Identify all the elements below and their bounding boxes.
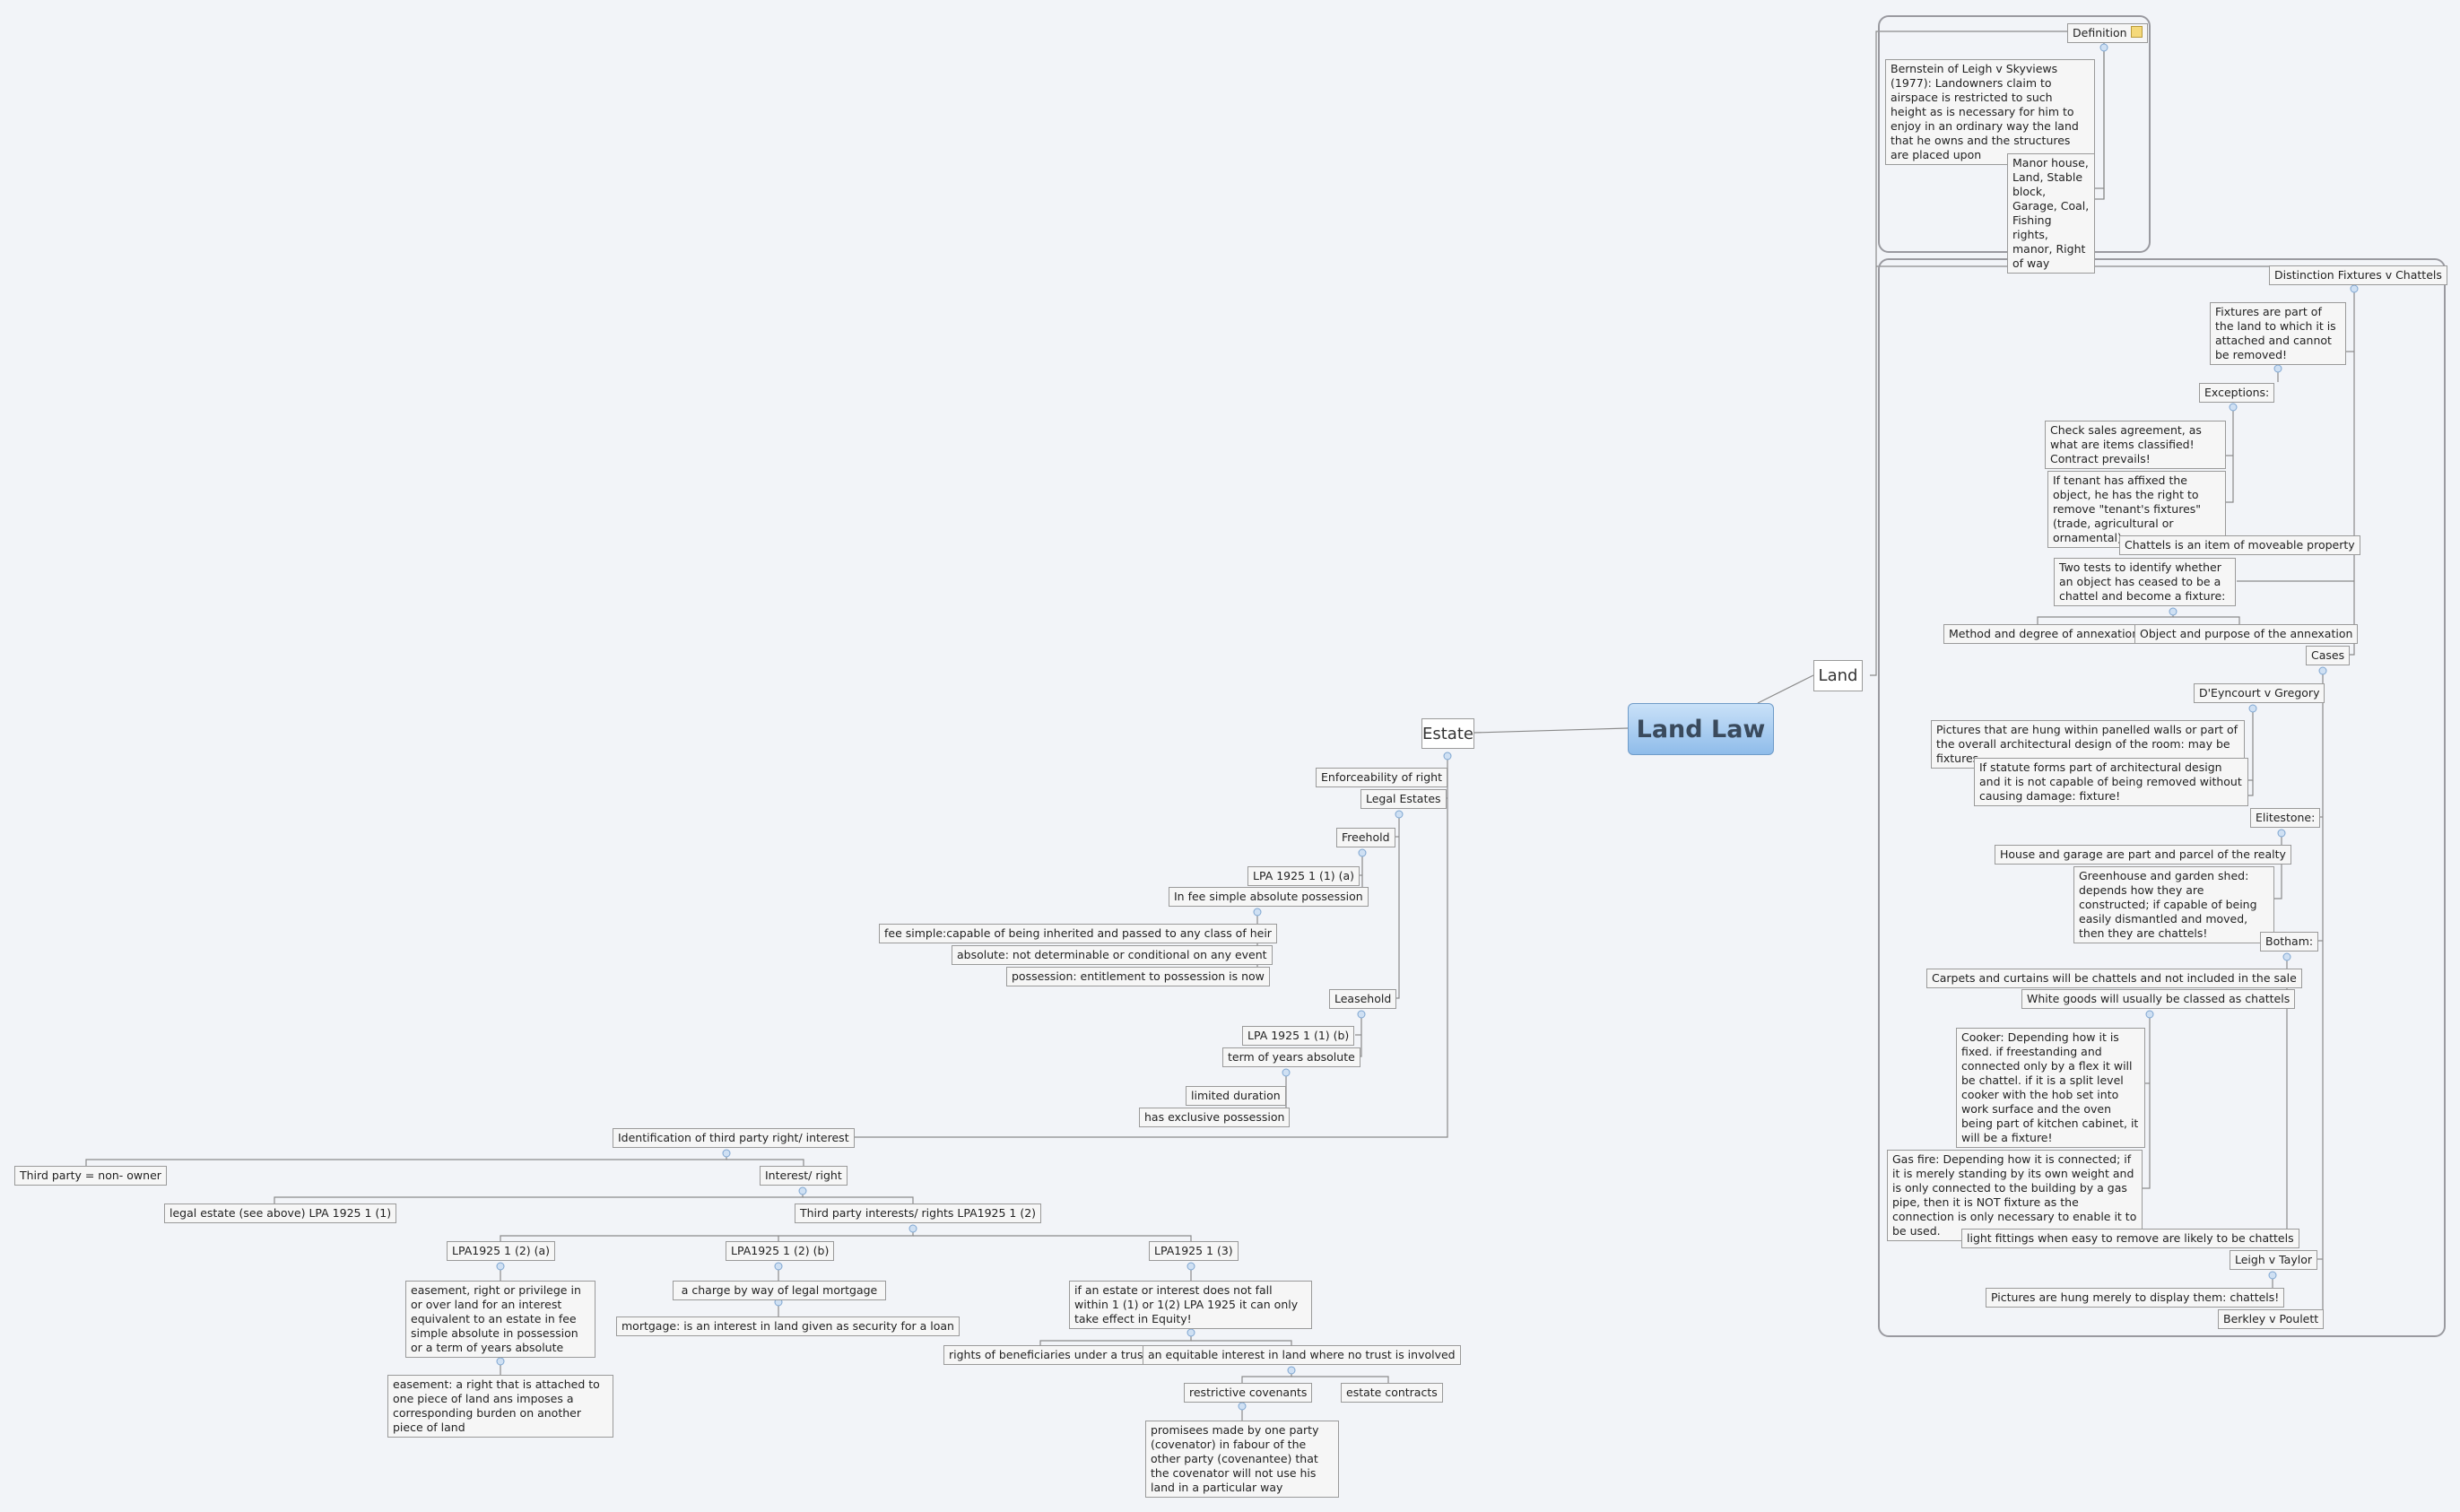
node-manor[interactable]: Manor house, Land, Stable block, Garage,… [2007, 153, 2095, 274]
node-mortgage-def[interactable]: mortgage: is an interest in land given a… [616, 1316, 960, 1336]
central-topic[interactable]: Land Law [1628, 703, 1774, 755]
node-freehold[interactable]: Freehold [1336, 828, 1395, 847]
node-leigh-taylor[interactable]: Leigh v Taylor [2230, 1250, 2317, 1270]
node-carpets[interactable]: Carpets and curtains will be chattels an… [1926, 969, 2302, 988]
node-method[interactable]: Method and degree of annexation [1943, 624, 2145, 644]
node-gas-fire[interactable]: Gas fire: Depending how it is connected;… [1887, 1150, 2143, 1241]
node-lpa-1b[interactable]: LPA 1925 1 (1) (b) [1242, 1026, 1355, 1046]
node-fee-simple-def[interactable]: fee simple:capable of being inherited an… [879, 924, 1277, 943]
node-tenant[interactable]: If tenant has affixed the object, he has… [2047, 471, 2226, 548]
node-equity-text[interactable]: if an estate or interest does not fall w… [1069, 1281, 1312, 1329]
node-restrictive-covenants[interactable]: restrictive covenants [1184, 1383, 1313, 1403]
node-bernstein[interactable]: Bernstein of Leigh v Skyviews (1977): La… [1885, 59, 2095, 165]
distinction-boundary [1878, 258, 2446, 1337]
node-term-years[interactable]: term of years absolute [1222, 1047, 1360, 1067]
node-cooker[interactable]: Cooker: Depending how it is fixed. if fr… [1956, 1028, 2145, 1148]
node-easement-right[interactable]: easement, right or privilege in or over … [405, 1281, 595, 1358]
node-botham[interactable]: Botham: [2260, 932, 2319, 952]
node-fee-simple-abs[interactable]: In fee simple absolute possession [1169, 887, 1369, 907]
node-lpa-1a[interactable]: LPA 1925 1 (1) (a) [1247, 866, 1360, 886]
node-exclusive-possession[interactable]: has exclusive possession [1139, 1108, 1291, 1127]
topic-land[interactable]: Land [1813, 660, 1863, 691]
node-absolute-def[interactable]: absolute: not determinable or conditiona… [952, 945, 1273, 965]
central-topic-label: Land Law [1636, 715, 1766, 743]
note-icon [2130, 26, 2143, 38]
node-third-party-interests[interactable]: Third party interests/ rights LPA1925 1 … [795, 1204, 1042, 1223]
topic-land-label: Land [1818, 666, 1858, 685]
node-equitable-interest[interactable]: an equitable interest in land where no t… [1143, 1345, 1461, 1365]
node-two-tests[interactable]: Two tests to identify whether an object … [2054, 558, 2236, 606]
node-deyncourt[interactable]: D'Eyncourt v Gregory [2194, 683, 2325, 703]
node-lpa-3[interactable]: LPA1925 1 (3) [1149, 1241, 1239, 1261]
node-third-party-non-owner[interactable]: Third party = non- owner [14, 1166, 167, 1186]
node-enforceability[interactable]: Enforceability of right [1316, 768, 1447, 787]
topic-estate[interactable]: Estate [1421, 718, 1474, 749]
node-charge[interactable]: a charge by way of legal mortgage [673, 1281, 886, 1300]
node-white-goods[interactable]: White goods will usually be classed as c… [2021, 989, 2296, 1009]
node-statute[interactable]: If statute forms part of architectural d… [1974, 758, 2248, 806]
node-definition[interactable]: Definition [2067, 23, 2148, 43]
node-pictures-display[interactable]: Pictures are hung merely to display them… [1986, 1288, 2285, 1308]
node-limited-duration[interactable]: limited duration [1186, 1086, 1286, 1106]
node-legal-estate-above[interactable]: legal estate (see above) LPA 1925 1 (1) [164, 1204, 397, 1223]
node-identification[interactable]: Identification of third party right/ int… [613, 1128, 855, 1148]
node-easement-def[interactable]: easement: a right that is attached to on… [387, 1375, 613, 1438]
node-definition-label: Definition [2073, 26, 2127, 39]
node-leasehold[interactable]: Leasehold [1329, 989, 1397, 1009]
node-elitestone[interactable]: Elitestone: [2250, 808, 2321, 828]
node-promises[interactable]: promisees made by one party (covenator) … [1145, 1421, 1339, 1498]
node-fixtures[interactable]: Fixtures are part of the land to which i… [2210, 302, 2346, 365]
node-estate-contracts[interactable]: estate contracts [1341, 1383, 1443, 1403]
node-possession-def[interactable]: possession: entitlement to possession is… [1006, 967, 1270, 986]
node-legal-estates[interactable]: Legal Estates [1360, 789, 1447, 809]
topic-estate-label: Estate [1422, 724, 1473, 743]
node-beneficiaries[interactable]: rights of beneficiaries under a trust [943, 1345, 1153, 1365]
node-exceptions[interactable]: Exceptions: [2199, 383, 2275, 403]
node-lpa-2b[interactable]: LPA1925 1 (2) (b) [726, 1241, 835, 1261]
node-chattels[interactable]: Chattels is an item of moveable property [2119, 535, 2360, 555]
node-greenhouse[interactable]: Greenhouse and garden shed: depends how … [2073, 866, 2274, 943]
node-lpa-2a[interactable]: LPA1925 1 (2) (a) [447, 1241, 556, 1261]
node-cases[interactable]: Cases [2306, 646, 2351, 665]
node-check-sales[interactable]: Check sales agreement, as what are items… [2045, 421, 2226, 469]
node-berkley[interactable]: Berkley v Poulett [2218, 1309, 2325, 1329]
node-interest-right[interactable]: Interest/ right [760, 1166, 848, 1186]
node-object[interactable]: Object and purpose of the annexation [2134, 624, 2359, 644]
node-light-fittings[interactable]: light fittings when easy to remove are l… [1961, 1229, 2299, 1248]
node-house-garage[interactable]: House and garage are part and parcel of … [1995, 845, 2291, 865]
node-distinction[interactable]: Distinction Fixtures v Chattels [2269, 265, 2447, 285]
